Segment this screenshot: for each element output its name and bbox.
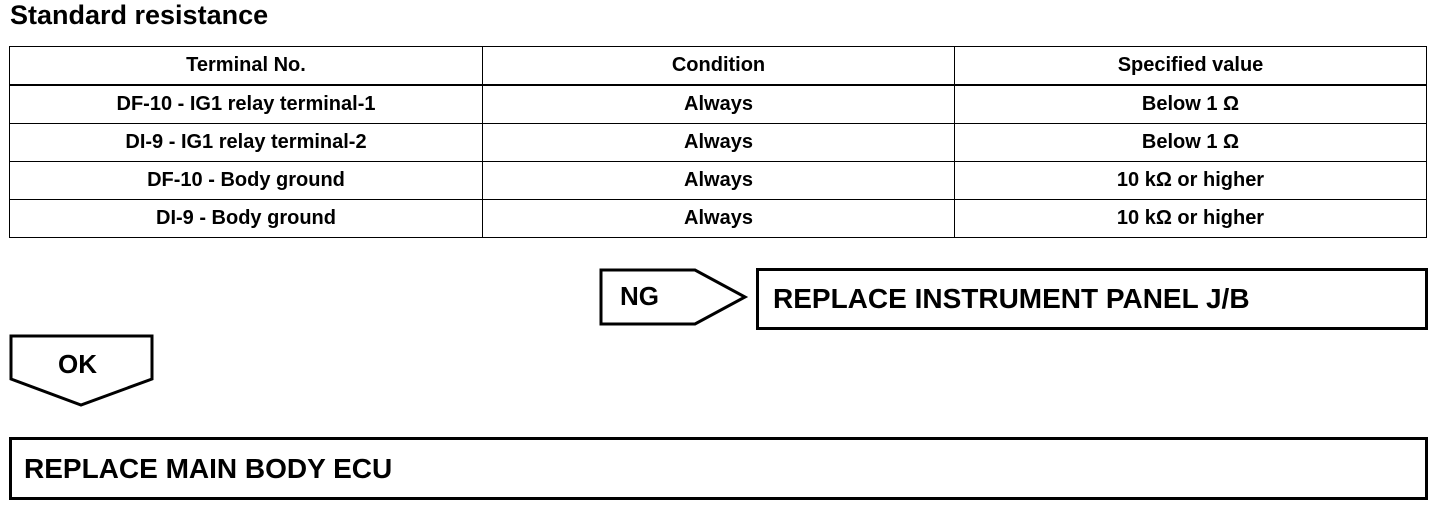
standard-resistance-table: Terminal No. Condition Specified value D… [9,46,1427,238]
cell-condition: Always [482,199,955,238]
ok-label: OK [58,349,97,379]
ng-arrow-icon [599,268,749,326]
cell-terminal: DF-10 - IG1 relay terminal-1 [9,84,483,124]
header-condition: Condition [482,46,955,86]
table-row: DI-9 - Body ground Always 10 kΩ or highe… [9,199,1427,238]
table-header-row: Terminal No. Condition Specified value [9,46,1427,86]
header-terminal-no: Terminal No. [9,46,483,86]
cell-condition: Always [482,161,955,200]
cell-condition: Always [482,84,955,124]
ng-label: NG [620,281,659,311]
cell-specified-value: 10 kΩ or higher [954,199,1427,238]
ng-action-text: REPLACE INSTRUMENT PANEL J/B [773,283,1250,314]
cell-specified-value: 10 kΩ or higher [954,161,1427,200]
table-row: DF-10 - Body ground Always 10 kΩ or high… [9,161,1427,200]
cell-condition: Always [482,123,955,162]
cell-specified-value: Below 1 Ω [954,123,1427,162]
cell-terminal: DI-9 - IG1 relay terminal-2 [9,123,483,162]
cell-terminal: DF-10 - Body ground [9,161,483,200]
ok-arrow-icon [9,334,154,407]
table-row: DF-10 - IG1 relay terminal-1 Always Belo… [9,84,1427,124]
ok-action-box: REPLACE MAIN BODY ECU [9,437,1428,500]
cell-specified-value: Below 1 Ω [954,84,1427,124]
table-row: DI-9 - IG1 relay terminal-2 Always Below… [9,123,1427,162]
cell-terminal: DI-9 - Body ground [9,199,483,238]
section-title: Standard resistance [10,0,269,30]
ng-action-box: REPLACE INSTRUMENT PANEL J/B [756,268,1428,330]
header-specified-value: Specified value [954,46,1427,86]
ok-action-text: REPLACE MAIN BODY ECU [24,452,393,484]
